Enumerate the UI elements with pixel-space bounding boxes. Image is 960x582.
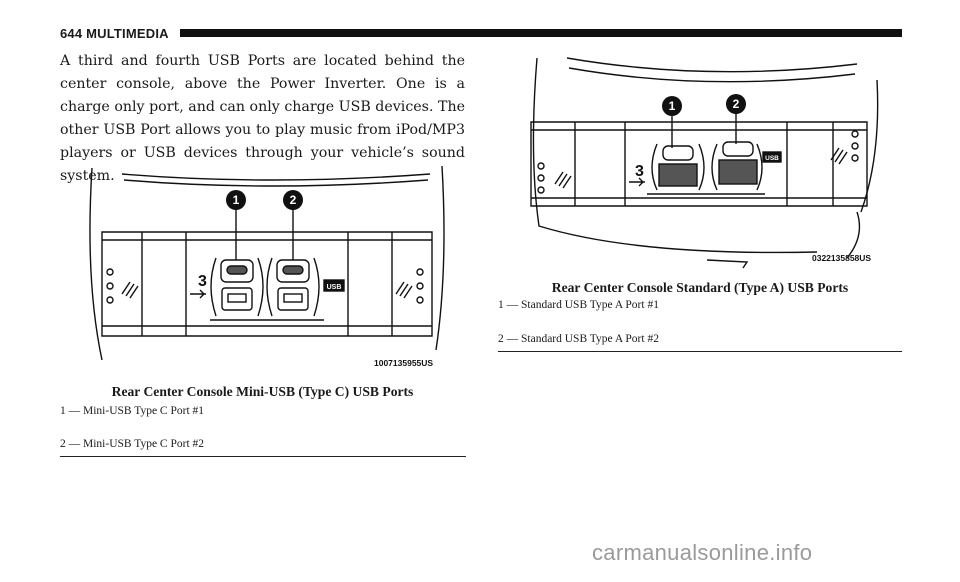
page-header: 644 MULTIMEDIA: [60, 26, 169, 41]
legend-rule: [498, 351, 902, 352]
legend-item-1: 1 — Mini-USB Type C Port #1: [60, 405, 205, 417]
watermark[interactable]: carmanualsonline.info: [592, 540, 813, 565]
legend-item-1: 1 — Standard USB Type A Port #1: [498, 299, 659, 311]
usb-trident-icon: [629, 177, 645, 187]
body-paragraph: A third and fourth USB Ports are located…: [60, 53, 465, 184]
usb-badge-text: USB: [765, 155, 779, 162]
callout-1-icon: 1: [226, 190, 246, 210]
figure-code: 0322135858US: [812, 253, 871, 263]
legend-rule: [60, 456, 466, 457]
callout-2-icon: 2: [726, 94, 746, 114]
figure-code: 1007135955US: [374, 358, 433, 368]
usb-trident-icon: [190, 289, 206, 299]
port-number-label: 3: [198, 273, 207, 290]
svg-text:1: 1: [669, 99, 676, 113]
svg-text:1: 1: [233, 193, 240, 207]
callout-1-icon: 1: [662, 96, 682, 116]
header-rule: [180, 29, 902, 37]
legend-item-2: 2 — Standard USB Type A Port #2: [498, 333, 659, 345]
port-number-label: 3: [635, 163, 644, 180]
console-illustration-type-a: USB 3 1 2 0322135858US: [530, 57, 879, 269]
svg-text:2: 2: [290, 193, 297, 207]
svg-text:2: 2: [733, 97, 740, 111]
caption-type-a: Rear Center Console Standard (Type A) US…: [551, 280, 849, 295]
usb-badge-text: USB: [327, 284, 342, 291]
legend-item-2: 2 — Mini-USB Type C Port #2: [60, 438, 205, 450]
console-illustration-type-c: USB 3 1 2 1007135955US: [89, 165, 445, 368]
callout-2-icon: 2: [283, 190, 303, 210]
figure-type-c-ports: USB 3 1 2 1007135955US: [80, 160, 455, 372]
caption-type-c: Rear Center Console Mini-USB (Type C) US…: [111, 384, 414, 399]
figure-type-a-ports: USB 3 1 2 0322135858US: [517, 56, 887, 271]
